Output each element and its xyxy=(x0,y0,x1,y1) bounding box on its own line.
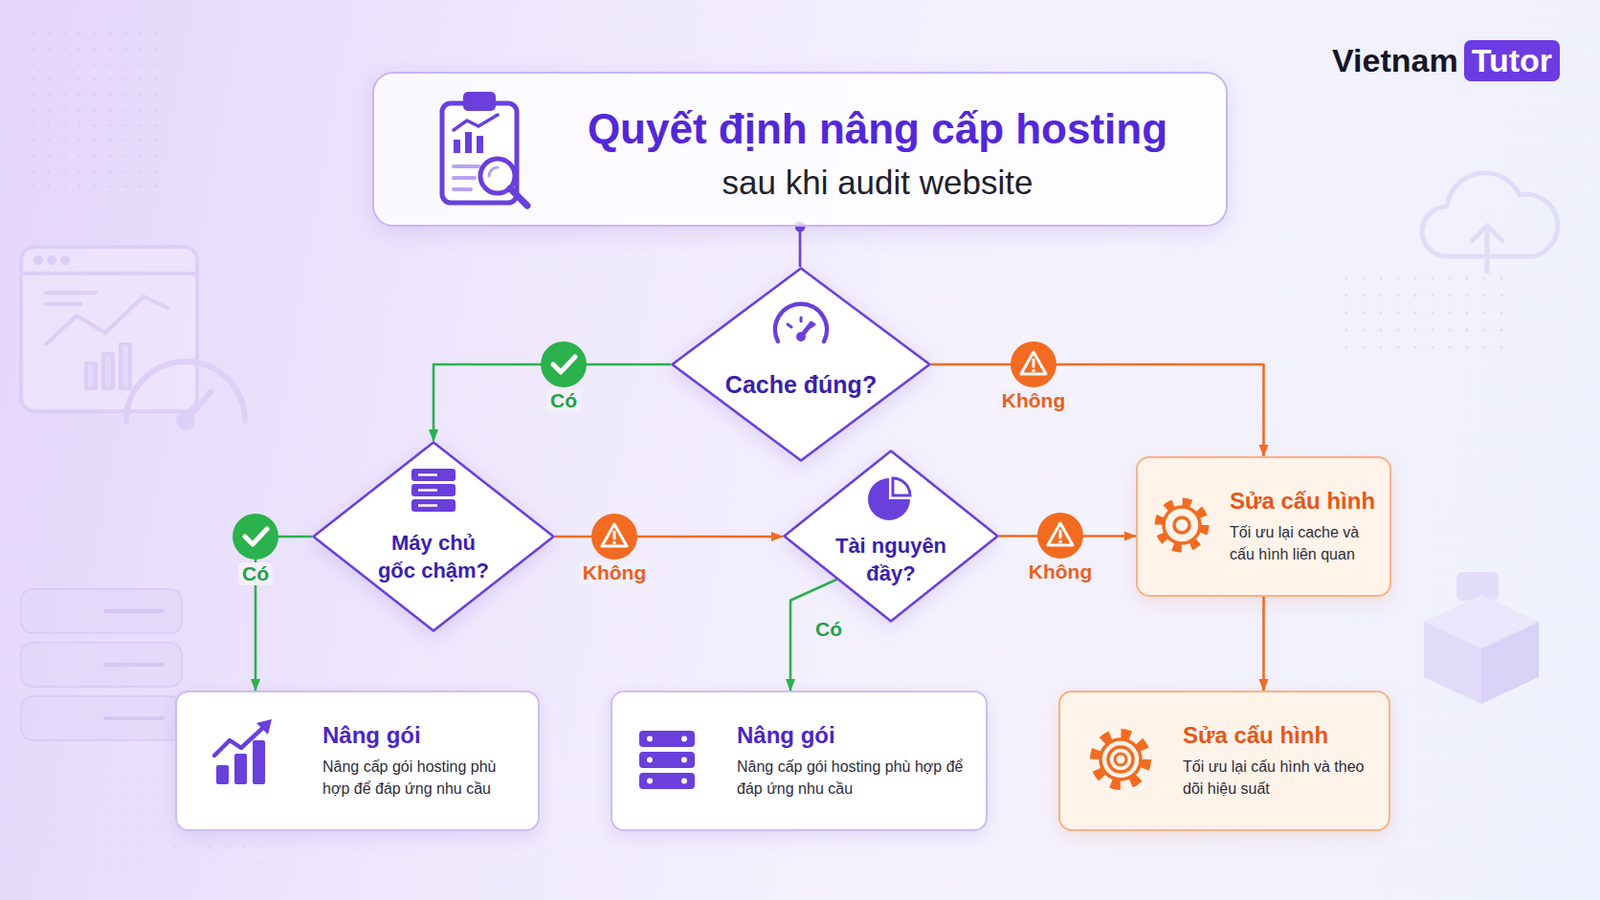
decision-diamond: Cache đúng? xyxy=(670,266,932,463)
pie-icon xyxy=(867,478,911,521)
heading-text: Nâng gói xyxy=(322,722,527,750)
body-text: Nâng cấp gói hosting phù hợp để đáp ứng … xyxy=(736,756,975,800)
edge-label: Không xyxy=(1024,560,1096,584)
clipboard-icon xyxy=(442,91,528,206)
body-text: Tối ưu lại cấu hình và theo dõi hiệu suấ… xyxy=(1182,756,1378,800)
check-icon xyxy=(540,341,587,388)
logo-text: Tutor xyxy=(1464,40,1560,82)
heading-text: Máy chủ gốc chậm? xyxy=(374,530,493,585)
action-box: Nâng góiNâng cấp gói hosting phù hợp để … xyxy=(610,690,988,832)
connector-arrow xyxy=(255,536,312,691)
decision-diamond: Tài nguyên đầy? xyxy=(782,449,1000,623)
heading-text: Sửa cấu hình xyxy=(1229,488,1380,515)
gauge-icon xyxy=(775,304,827,342)
gear-icon xyxy=(1158,502,1205,549)
warning-icon xyxy=(1037,512,1084,559)
body-text: sau khi audit website xyxy=(722,160,1034,205)
server-icon xyxy=(639,731,695,790)
connector-arrow xyxy=(433,364,671,442)
decision-diamond: Máy chủ gốc chậm? xyxy=(311,441,556,633)
brand-logo: VietnamTutor xyxy=(1332,40,1560,82)
heading-text: Quyết định nâng cấp hosting xyxy=(587,104,1168,156)
edge-label: Có xyxy=(238,562,273,586)
connector-arrow xyxy=(1262,597,1266,691)
chart-icon xyxy=(214,719,272,785)
logo-text: Vietnam xyxy=(1332,40,1459,82)
body-text: Tối ưu lại cache và cấu hình liên quan xyxy=(1229,522,1380,566)
connector-arrow xyxy=(931,364,1265,457)
gear-icon xyxy=(1094,733,1147,786)
warning-icon xyxy=(1010,341,1057,388)
heading-text: Sửa cấu hình xyxy=(1182,722,1378,750)
connector-arrow xyxy=(799,226,802,267)
connector-arrow xyxy=(999,534,1136,538)
edge-label: Không xyxy=(578,561,650,585)
check-icon xyxy=(232,513,279,560)
warning-icon xyxy=(591,513,638,560)
edge-label: Không xyxy=(998,389,1069,413)
title-box: Quyết định nâng cấp hostingsau khi audit… xyxy=(372,71,1228,227)
server-icon xyxy=(411,468,456,512)
heading-text: Tài nguyên đầy? xyxy=(827,533,955,588)
connector-arrow xyxy=(555,535,783,539)
diamond-outline xyxy=(670,266,932,463)
action-box: Sửa cấu hìnhTối ưu lại cấu hình và theo … xyxy=(1058,690,1391,832)
body-text: Nâng cấp gói hosting phù hợp để đáp ứng … xyxy=(322,756,527,800)
heading-text: Cache đúng? xyxy=(725,369,877,401)
action-box: Sửa cấu hìnhTối ưu lại cache và cấu hình… xyxy=(1135,456,1392,598)
action-box: Nâng góiNâng cấp gói hosting phù hợp để … xyxy=(175,690,540,832)
edge-label: Có xyxy=(811,618,846,642)
edge-label: Có xyxy=(546,389,581,413)
heading-text: Nâng gói xyxy=(736,722,975,750)
